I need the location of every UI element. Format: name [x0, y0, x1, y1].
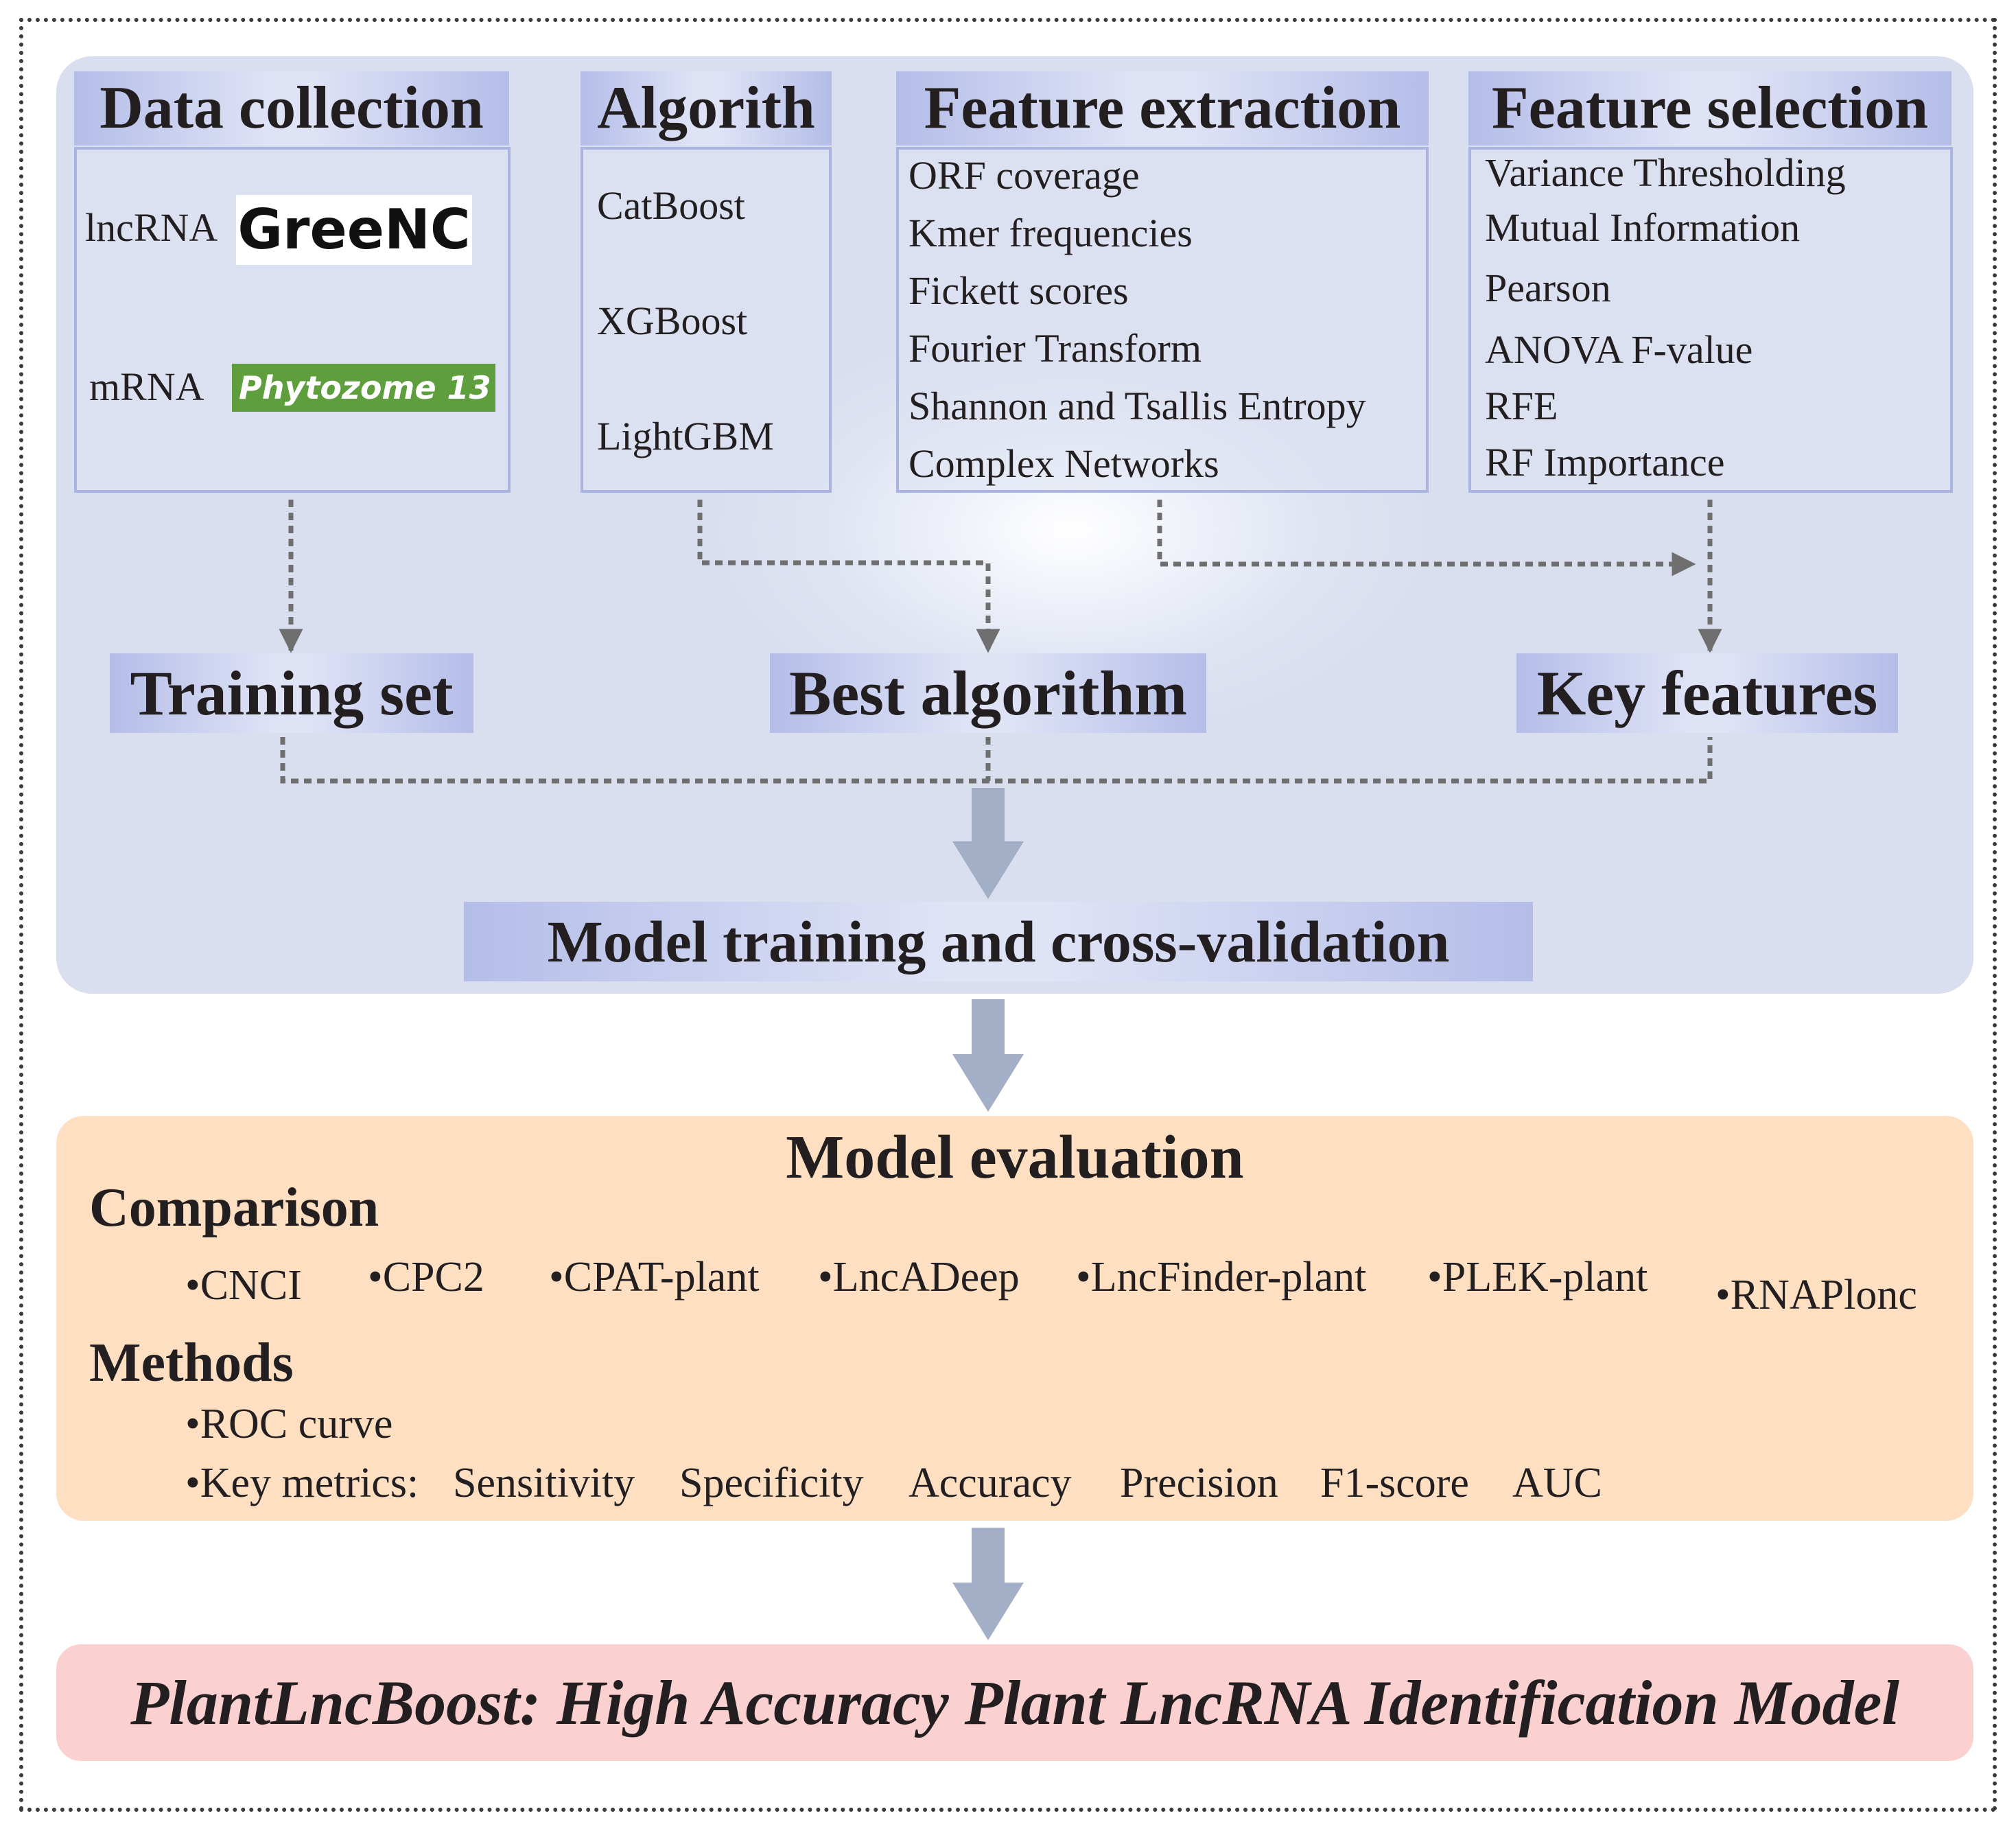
mrna-label: mRNA: [89, 364, 204, 409]
algorithm-box: [581, 147, 832, 493]
metric-item: AUC: [1512, 1460, 1602, 1506]
algorithm-item: LightGBM: [597, 414, 774, 458]
feature-extraction-item: Shannon and Tsallis Entropy: [909, 384, 1366, 428]
comparison-item: •LncADeep: [818, 1254, 1020, 1301]
feature-selection-box: [1468, 147, 1953, 493]
data-collection-header: Data collection: [74, 71, 509, 145]
feature-extraction-item: Complex Networks: [909, 441, 1219, 486]
training-set-label: Training set: [110, 653, 473, 733]
feature-selection-item: Pearson: [1485, 266, 1611, 310]
comparison-item: •PLEK-plant: [1427, 1254, 1648, 1301]
final-panel: [56, 1644, 1973, 1761]
feature-selection-item: Mutual Information: [1485, 205, 1801, 250]
best-algorithm-label: Best algorithm: [770, 653, 1206, 733]
evaluation-title: Model evaluation: [786, 1123, 1244, 1191]
key-metrics-label: •Key metrics:: [185, 1460, 419, 1506]
feature-extraction-item: ORF coverage: [909, 153, 1140, 198]
dotted-merge-line: [280, 737, 1713, 784]
final-model-title: PlantLncBoost: High Accuracy Plant LncRN…: [130, 1668, 1899, 1738]
comparison-item: •LncFinder-plant: [1076, 1254, 1367, 1301]
feature-selection-item: Variance Thresholding: [1485, 150, 1846, 195]
key-features-label: Key features: [1516, 653, 1898, 733]
comparison-item: •CPC2: [368, 1254, 484, 1301]
metric-item: Specificity: [679, 1460, 864, 1506]
greenc-logo: GreeNC: [236, 195, 472, 265]
feature-selection-item: ANOVA F-value: [1485, 327, 1753, 372]
metric-item: Accuracy: [909, 1460, 1072, 1506]
feature-selection-header: Feature selection: [1468, 71, 1951, 145]
arrow-to-model-training: [952, 788, 1024, 899]
algorithm-header: Algorith: [581, 71, 832, 145]
comparison-item: •RNAPlonc: [1715, 1272, 1917, 1318]
metric-item: Precision: [1120, 1460, 1278, 1506]
feature-extraction-item: Kmer frequencies: [909, 211, 1193, 255]
roc-curve-item: •ROC curve: [185, 1401, 393, 1447]
algorithm-item: CatBoost: [597, 183, 745, 228]
algorithm-item: XGBoost: [597, 299, 748, 343]
arrow-to-final: [952, 1528, 1024, 1640]
lncrna-label: lncRNA: [85, 205, 218, 250]
feature-extraction-header: Feature extraction: [896, 71, 1429, 145]
model-training-label: Model training and cross-validation: [464, 902, 1533, 981]
comparison-item: •CNCI: [185, 1262, 302, 1309]
comparison-item: •CPAT-plant: [549, 1254, 760, 1301]
methods-heading: Methods: [89, 1333, 294, 1393]
phytozome-logo: Phytozome 13: [232, 364, 495, 412]
feature-selection-item: RF Importance: [1485, 440, 1725, 485]
outer-dotted-border: [19, 18, 1997, 1812]
feature-extraction-item: Fourier Transform: [909, 326, 1202, 371]
feature-extraction-box: [896, 147, 1429, 493]
dotted-arrow-best-algorithm: [697, 500, 1000, 653]
dotted-arrow-extraction: [1157, 500, 1696, 576]
metric-item: Sensitivity: [453, 1460, 635, 1506]
feature-extraction-item: Fickett scores: [909, 268, 1129, 313]
feature-selection-item: RFE: [1485, 384, 1558, 428]
comparison-heading: Comparison: [89, 1178, 379, 1238]
metric-item: F1-score: [1320, 1460, 1469, 1506]
evaluation-panel: [56, 1116, 1973, 1521]
arrow-to-evaluation: [952, 999, 1024, 1112]
